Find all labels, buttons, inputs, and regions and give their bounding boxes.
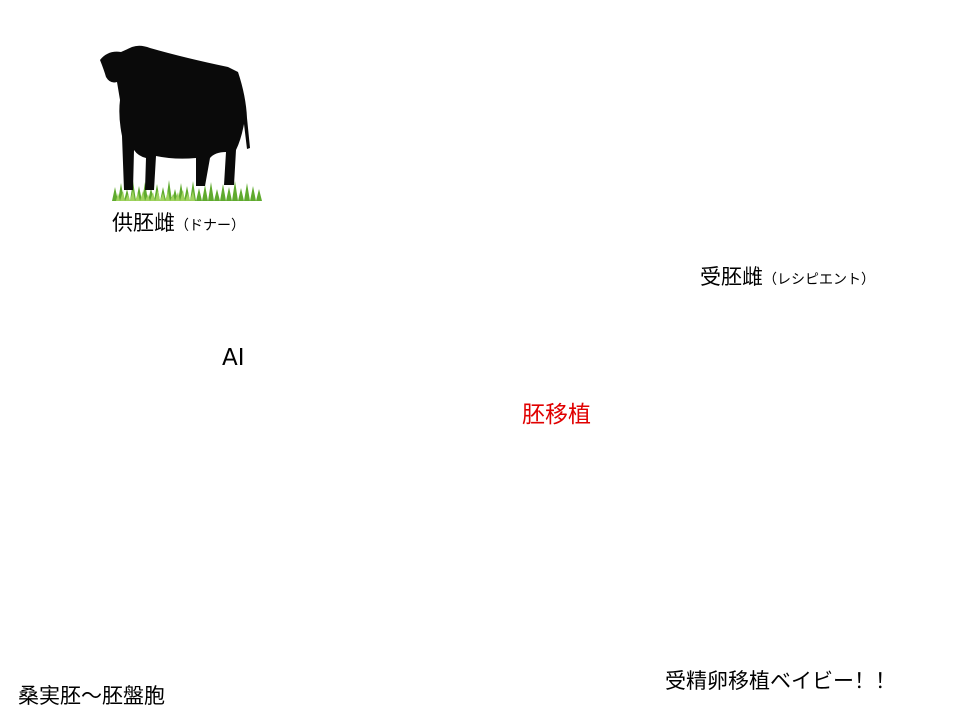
recipient-label-main: 受胚雌 — [700, 265, 763, 289]
donor-label: 供胚雌（ドナー） — [112, 207, 245, 237]
calf-label: 受精卵移植ベイビー！！ — [665, 669, 896, 693]
donor-label-main: 供胚雌 — [112, 211, 175, 235]
donor-cow-icon — [100, 45, 262, 201]
transfer-label: 胚移植 — [522, 402, 591, 428]
embryo-label: 桑実胚～胚盤胞 — [18, 684, 165, 708]
donor-label-sub: （ドナー） — [175, 218, 245, 234]
recipient-label: 受胚雌（レシピエント） — [700, 261, 875, 291]
ai-label: AI — [222, 345, 245, 371]
recipient-label-sub: （レシピエント） — [763, 272, 875, 288]
